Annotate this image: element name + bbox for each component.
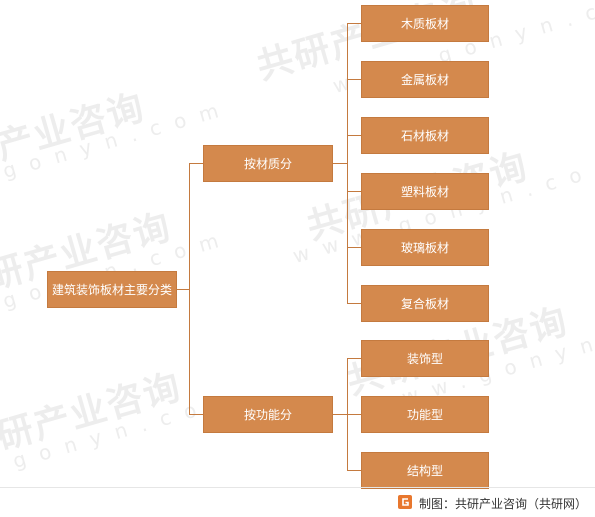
logo-icon xyxy=(398,495,412,509)
connector-root-vertical xyxy=(189,163,190,414)
connector-child xyxy=(347,303,361,304)
connector-child xyxy=(347,79,361,80)
leaf-node-stone: 石材板材 xyxy=(361,117,489,154)
connector-root-out xyxy=(177,289,189,290)
branch-node-material: 按材质分 xyxy=(203,145,333,182)
connector-child xyxy=(347,358,361,359)
connector-child xyxy=(347,23,361,24)
connector-child xyxy=(347,135,361,136)
leaf-node-glass: 玻璃板材 xyxy=(361,229,489,266)
connector-child xyxy=(347,247,361,248)
leaf-node-functional: 功能型 xyxy=(361,396,489,433)
connector-branch-1-out xyxy=(333,163,347,164)
connector-child xyxy=(347,470,361,471)
connector-branch-1-vertical xyxy=(347,23,348,303)
connector-branch-2-in xyxy=(189,414,203,415)
watermark: gonyn.com xyxy=(0,94,235,184)
leaf-node-structural: 结构型 xyxy=(361,452,489,489)
leaf-node-decorative: 装饰型 xyxy=(361,340,489,377)
leaf-node-metal: 金属板材 xyxy=(361,61,489,98)
root-node: 建筑装饰板材主要分类 xyxy=(47,271,177,308)
watermark: 产业咨询 xyxy=(0,86,150,169)
footer: 制图：共研产业咨询（共研网） xyxy=(0,487,595,517)
watermark: 研产业咨询 xyxy=(0,366,187,459)
connector-child xyxy=(347,191,361,192)
leaf-node-plastic: 塑料板材 xyxy=(361,173,489,210)
leaf-node-wood: 木质板材 xyxy=(361,5,489,42)
source-credit: 制图：共研产业咨询（共研网） xyxy=(418,497,587,511)
connector-branch-2-out xyxy=(333,414,347,415)
leaf-node-composite: 复合板材 xyxy=(361,285,489,322)
connector-child xyxy=(347,414,361,415)
connector-branch-1-in xyxy=(189,163,203,164)
branch-node-function: 按功能分 xyxy=(203,396,333,433)
